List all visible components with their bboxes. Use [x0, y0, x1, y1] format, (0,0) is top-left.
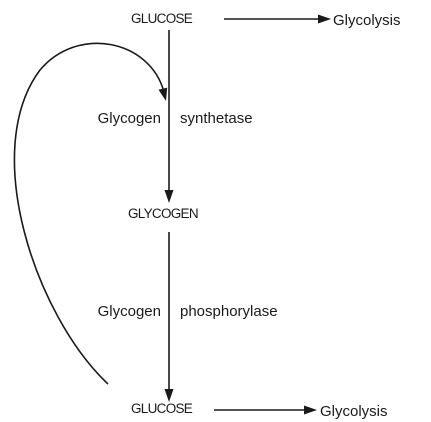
phosphorylase-enzyme-name: phosphorylase: [180, 303, 278, 320]
top-glycolysis-label: Glycolysis: [333, 12, 401, 29]
bottom-glycolysis-arrow-head: [304, 405, 317, 415]
synthetase-enzyme-prefix: Glycogen: [98, 110, 161, 127]
bottom-glycolysis-label: Glycolysis: [320, 403, 388, 420]
top-glycolysis-arrow-head: [318, 14, 331, 24]
synthetase-enzyme-name: synthetase: [180, 110, 253, 127]
feedback-curve-arrow-head: [158, 87, 168, 101]
synthesis-arrow-head: [164, 190, 174, 203]
bottom-glucose-node: GLUCOSE: [131, 401, 193, 416]
phosphorolysis-arrow-head: [164, 389, 174, 402]
top-glucose-node: GLUCOSE: [131, 11, 193, 26]
feedback-curve: [13, 42, 165, 385]
glycogen-node: GLYCOGEN: [128, 206, 198, 221]
phosphorylase-enzyme-prefix: Glycogen: [98, 303, 161, 320]
